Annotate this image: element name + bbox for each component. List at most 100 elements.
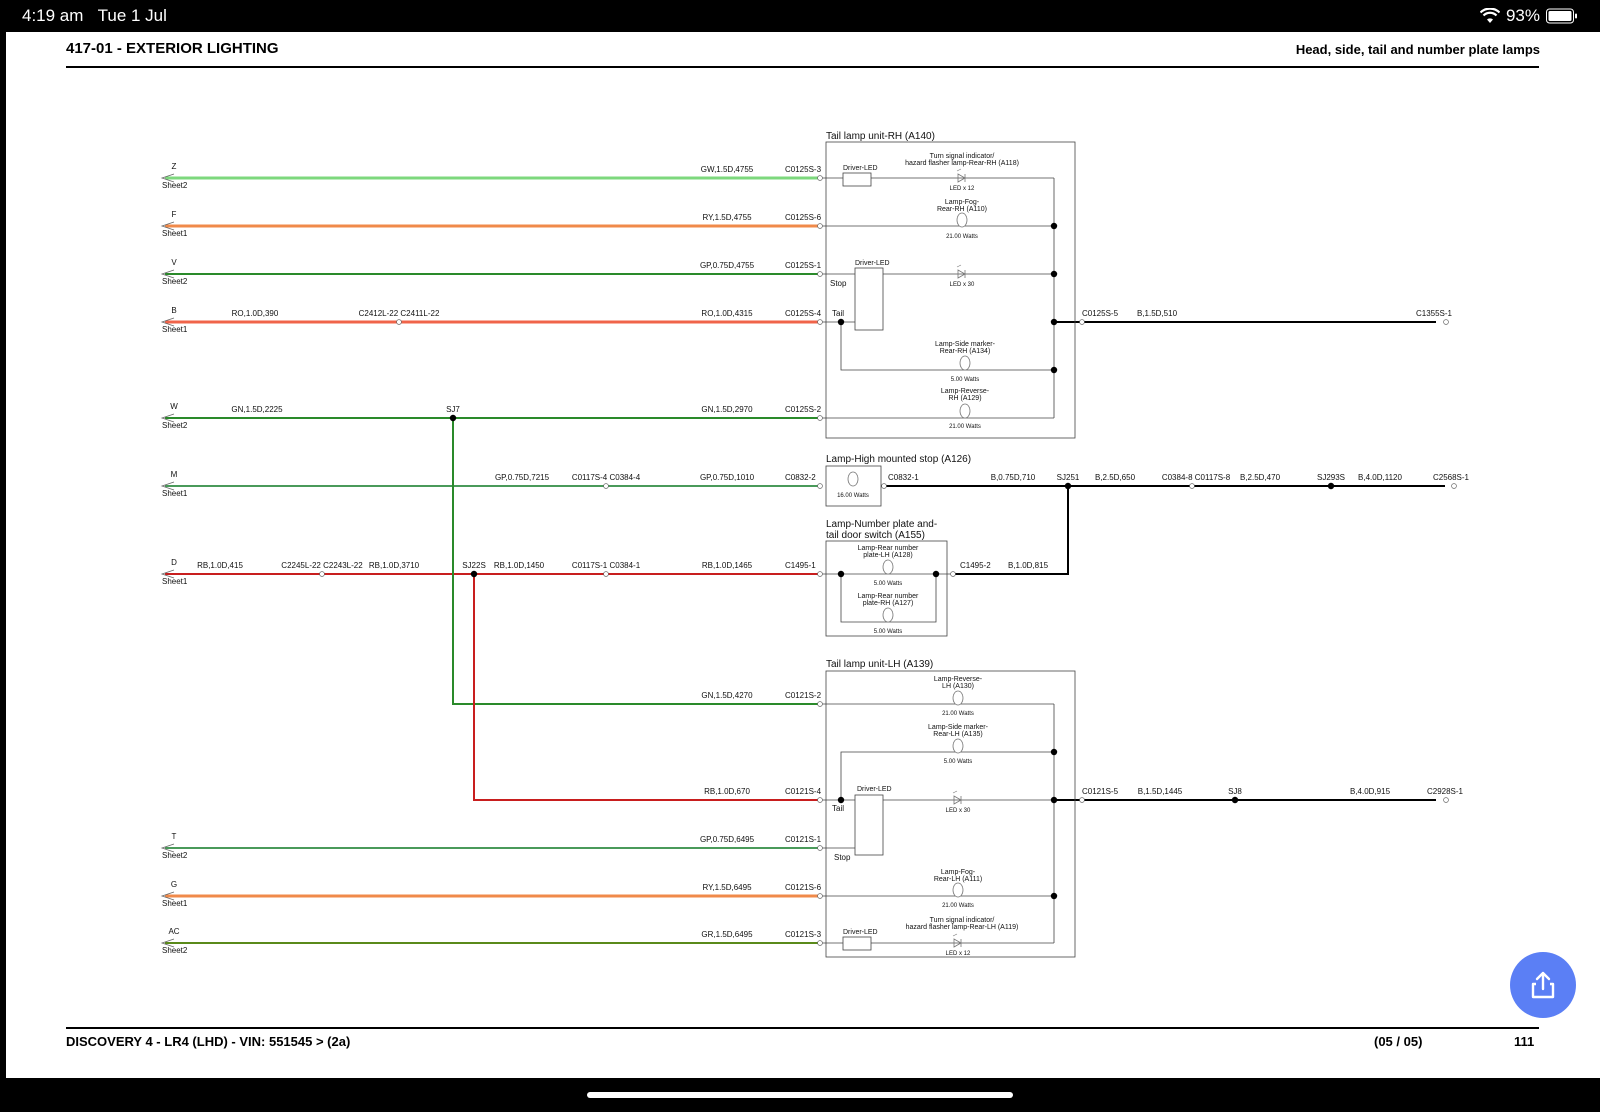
lh-turn-label-2: hazard flasher lamp-Rear-LH (A119) (906, 924, 1019, 931)
rh-turn-label-1: Turn signal indicator/ (930, 153, 995, 160)
rh-driver-led-box (842, 172, 872, 187)
rh-ground-end-icon (1443, 319, 1449, 325)
arrow-icon (160, 317, 175, 327)
rh-out-spec: B,1.5D,510 (1137, 309, 1178, 318)
rh-turn-label-2: hazard flasher lamp-Rear-RH (A118) (905, 160, 1019, 167)
wire-spec-F: RY,1.5D,4755 (702, 213, 752, 222)
led-ray (956, 168, 962, 172)
share-icon (1531, 971, 1555, 999)
lh-side-path (840, 751, 1054, 800)
led-ray (952, 933, 958, 937)
arrow-icon (160, 481, 175, 491)
connector-label-lh-gn: C0121S-2 (785, 691, 822, 700)
battery-icon (1546, 8, 1577, 24)
np-title-1: Lamp-Number plate and- (826, 519, 937, 530)
lh-driver-led-box (842, 936, 872, 951)
lh-rev-label-2: LH (A130) (942, 683, 974, 690)
wire-id-W: W (170, 402, 178, 411)
np-lh-label-2: plate-LH (A128) (863, 552, 912, 559)
connector-pin (1079, 797, 1085, 803)
wire-spec-W-1: GN,1.5D,2225 (231, 405, 283, 414)
connector-pin (817, 319, 823, 325)
rh-rev-label-2: RH (A129) (948, 395, 981, 402)
lh-splice-label: SJ8 (1228, 787, 1242, 796)
lh-driver2-label: Driver-LED (843, 929, 878, 936)
hms-spec-3: B,2.5D,470 (1240, 473, 1281, 482)
arrow-icon (160, 938, 175, 948)
rh-turn-led-icon (956, 168, 966, 183)
rh-bus-node (1050, 270, 1058, 278)
wire-id-D: D (171, 558, 177, 567)
connector-label-Z: C0125S-3 (785, 165, 822, 174)
connector-pin (817, 223, 823, 229)
lh-fog-bulb-icon (952, 882, 964, 898)
connector-pin (1079, 319, 1085, 325)
hms-spec-1: B,0.75D,710 (991, 473, 1036, 482)
np-title-2: tail door switch (A155) (826, 530, 925, 541)
lh-turn-led-icon (952, 933, 962, 948)
np-lh-bulb-icon (882, 559, 894, 575)
sheet-ref-V (160, 269, 175, 279)
lh-stoptail-driver-box (854, 794, 884, 856)
splice-SJ293S (1327, 482, 1335, 490)
home-indicator[interactable] (587, 1092, 1013, 1098)
sheet-label-T: Sheet2 (162, 851, 188, 860)
rh-driver2-label: Driver-LED (855, 260, 890, 267)
hms-spec-4: B,4.0D,1120 (1358, 473, 1402, 482)
lh-spec-2: B,4.0D,915 (1350, 787, 1391, 796)
np-box (825, 540, 948, 637)
sheet-number: (05 / 05) (1374, 1034, 1423, 1049)
rh-driver-label: Driver-LED (843, 165, 878, 172)
rh-fog-bulb-icon (956, 212, 968, 228)
lh-turn-label-1: Turn signal indicator/ (930, 917, 995, 924)
rh-fog-label-1: Lamp-Fog- (945, 199, 980, 206)
wire-spec-M: GP,0.75D,1010 (700, 473, 755, 482)
connector-pin (817, 571, 823, 577)
connector-pin (950, 571, 956, 577)
sheet-label-M: Sheet1 (162, 489, 188, 498)
connector-pin (817, 483, 823, 489)
rh-side-label-2: Rear-RH (A134) (940, 348, 991, 355)
connector-pin (603, 483, 609, 489)
rh-fog-watts: 21.00 Watts (946, 234, 978, 240)
connector-label-T: C0121S-1 (785, 835, 822, 844)
rh-unit-title: Tail lamp unit-RH (A140) (826, 131, 935, 142)
hms-splice-2-label: SJ293S (1317, 473, 1345, 482)
connector-pin (319, 571, 325, 577)
vehicle-info: DISCOVERY 4 - LR4 (LHD) - VIN: 551545 > … (66, 1034, 351, 1049)
rh-tail-label: Tail (832, 309, 844, 318)
share-button[interactable] (1510, 952, 1576, 1018)
np-rh-watts: 5.00 Watts (874, 629, 902, 635)
document-page[interactable]: 417-01 - EXTERIOR LIGHTING Head, side, t… (6, 32, 1600, 1078)
lh-tail-label: Tail (832, 804, 844, 813)
connector-label-B: C0125S-4 (785, 309, 822, 318)
sheet-ref-Z (160, 173, 175, 183)
sheet-ref-D (160, 569, 175, 579)
connector-label-V: C0125S-1 (785, 261, 822, 270)
rh-tail-unit-box (825, 141, 1076, 439)
np-ground-wire (953, 486, 1069, 575)
sheet-label-AC: Sheet2 (162, 946, 188, 955)
led-triangle (953, 795, 962, 805)
connector-label-F: C0125S-6 (785, 213, 822, 222)
sheet-ref-W (160, 413, 175, 423)
np-rh-label-1: Lamp-Rear number (858, 593, 919, 600)
wire-spec-M-1: GP,0.75D,7215 (495, 473, 550, 482)
wire-spec-G: RY,1.5D,6495 (702, 883, 752, 892)
connector-mid-D-2: C0117S-1 C0384-1 (572, 561, 641, 570)
sheet-label-V: Sheet2 (162, 277, 188, 286)
wire-rb-branch (473, 574, 820, 801)
connector-pin (817, 175, 823, 181)
wire-id-T: T (172, 832, 177, 841)
rh-stop-label: Stop (830, 279, 847, 288)
arrow-icon (160, 569, 175, 579)
lh-rev-bulb-icon (952, 690, 964, 706)
wire-spec-B: RO,1.0D,4315 (701, 309, 753, 318)
splice-SJ8 (1231, 796, 1239, 804)
splice-SJ251 (1064, 482, 1072, 490)
lh-bus-node (1050, 748, 1058, 756)
lh-bus-node (1050, 892, 1058, 900)
sheet-label-W: Sheet2 (162, 421, 188, 430)
wire-id-V: V (171, 258, 177, 267)
connector-pin (817, 797, 823, 803)
